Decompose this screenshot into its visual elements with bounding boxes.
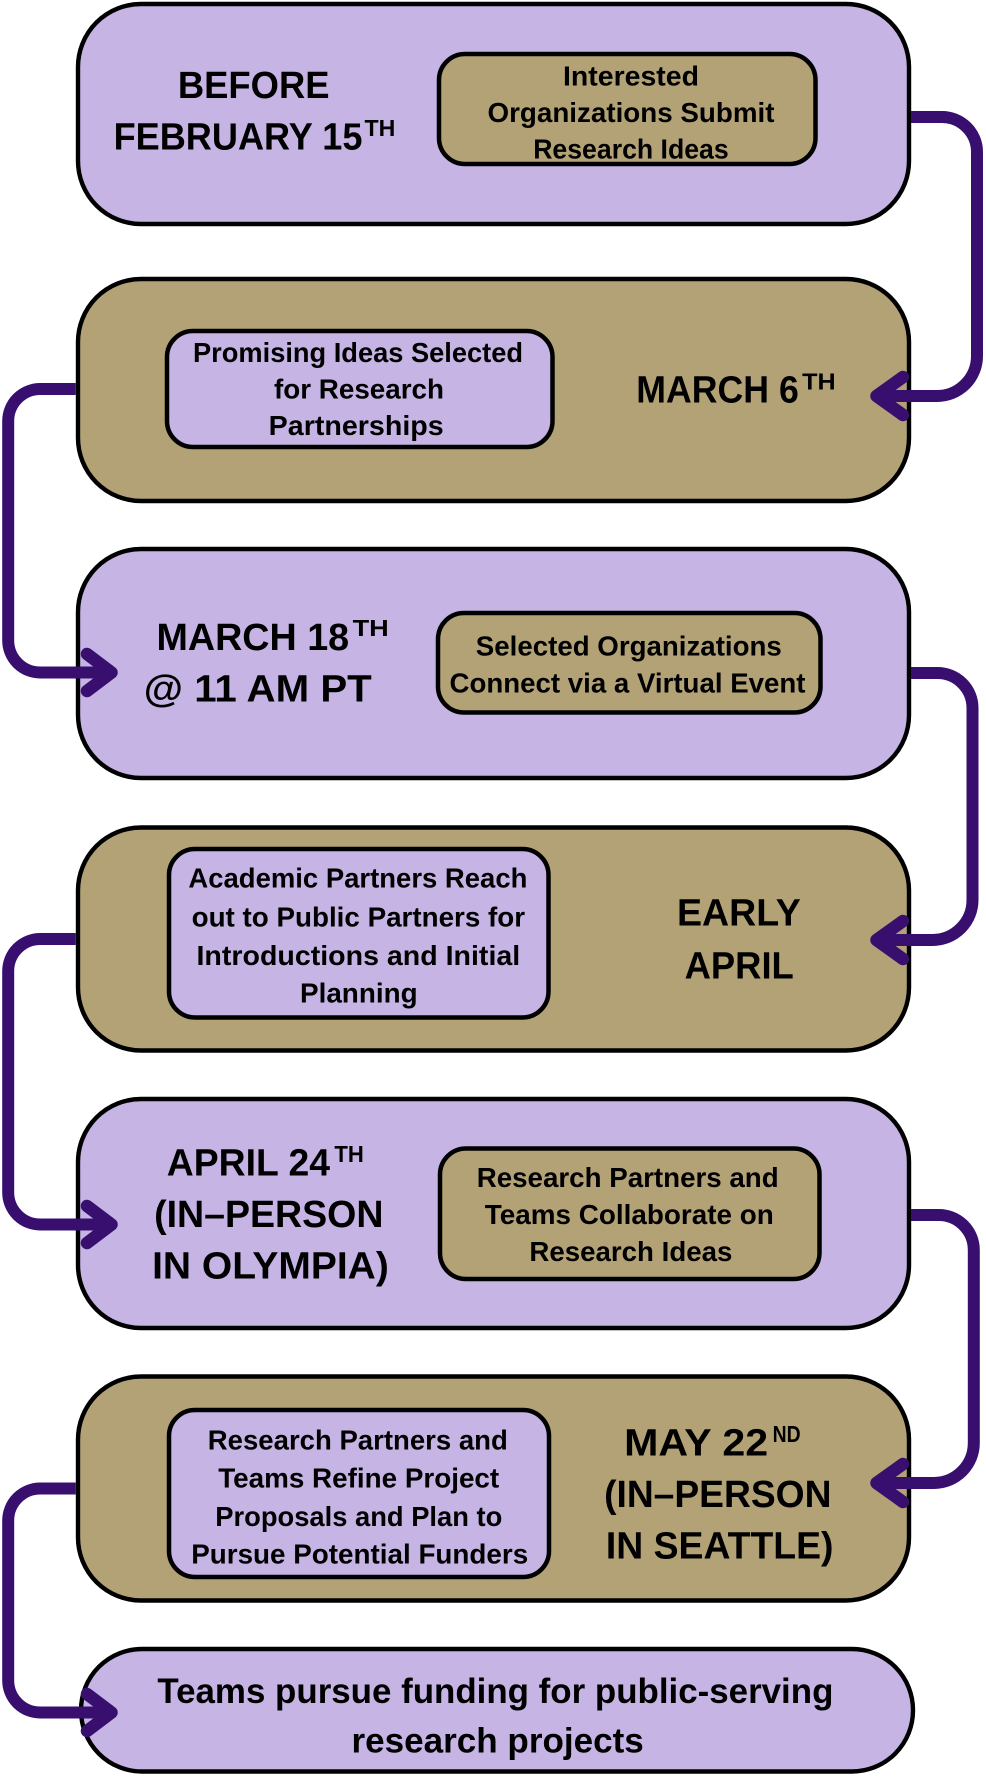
svg-text:APRIL: APRIL	[685, 946, 794, 988]
svg-text:IN OLYMPIA): IN OLYMPIA)	[152, 1246, 389, 1288]
svg-text:for Research: for Research	[274, 373, 444, 404]
svg-text:Teams pursue funding for publi: Teams pursue funding for public-serving	[157, 1672, 833, 1711]
svg-text:MARCH 18: MARCH 18	[157, 617, 350, 659]
svg-text:MARCH 6: MARCH 6	[636, 370, 799, 412]
svg-text:Proposals and Plan to: Proposals and Plan to	[215, 1501, 502, 1532]
svg-text:TH: TH	[353, 615, 389, 641]
svg-text:IN SEATTLE): IN SEATTLE)	[606, 1526, 834, 1568]
svg-text:Research Ideas: Research Ideas	[529, 1236, 732, 1267]
svg-text:out to Public Partners for: out to Public Partners for	[192, 901, 526, 932]
svg-text:research projects: research projects	[352, 1721, 644, 1760]
svg-text:BEFORE: BEFORE	[178, 65, 330, 107]
svg-text:Research Partners and: Research Partners and	[208, 1425, 508, 1456]
svg-text:Teams Refine Project: Teams Refine Project	[218, 1462, 499, 1493]
svg-text:TH: TH	[365, 115, 396, 141]
svg-text:Partnerships: Partnerships	[269, 410, 444, 441]
svg-text:@ 11 AM PT: @ 11 AM PT	[144, 669, 372, 711]
svg-text:Introductions and Initial: Introductions and Initial	[197, 940, 521, 971]
svg-text:Research Ideas: Research Ideas	[533, 134, 729, 165]
svg-text:(IN–PERSON: (IN–PERSON	[604, 1474, 831, 1516]
svg-text:Teams Collaborate on: Teams Collaborate on	[485, 1199, 774, 1230]
svg-text:TH: TH	[334, 1141, 363, 1167]
svg-text:APRIL 24: APRIL 24	[167, 1143, 330, 1185]
svg-text:Connect via a Virtual Event: Connect via a Virtual Event	[450, 668, 806, 699]
svg-text:Academic Partners Reach: Academic Partners Reach	[188, 863, 527, 894]
svg-text:Research Partners and: Research Partners and	[477, 1162, 779, 1193]
svg-text:ND: ND	[773, 1421, 801, 1447]
svg-text:Promising Ideas Selected: Promising Ideas Selected	[193, 337, 523, 368]
svg-text:Interested: Interested	[563, 61, 699, 92]
svg-text:TH: TH	[802, 369, 836, 395]
svg-text:Planning: Planning	[300, 978, 418, 1009]
svg-text:MAY 22: MAY 22	[624, 1423, 768, 1465]
svg-text:Organizations Submit: Organizations Submit	[488, 97, 775, 128]
svg-text:FEBRUARY 15: FEBRUARY 15	[114, 117, 363, 159]
svg-text:Pursue Potential Funders: Pursue Potential Funders	[191, 1538, 528, 1569]
svg-text:(IN–PERSON: (IN–PERSON	[154, 1194, 383, 1236]
svg-text:Selected Organizations: Selected Organizations	[476, 631, 782, 662]
svg-text:EARLY: EARLY	[677, 892, 801, 934]
